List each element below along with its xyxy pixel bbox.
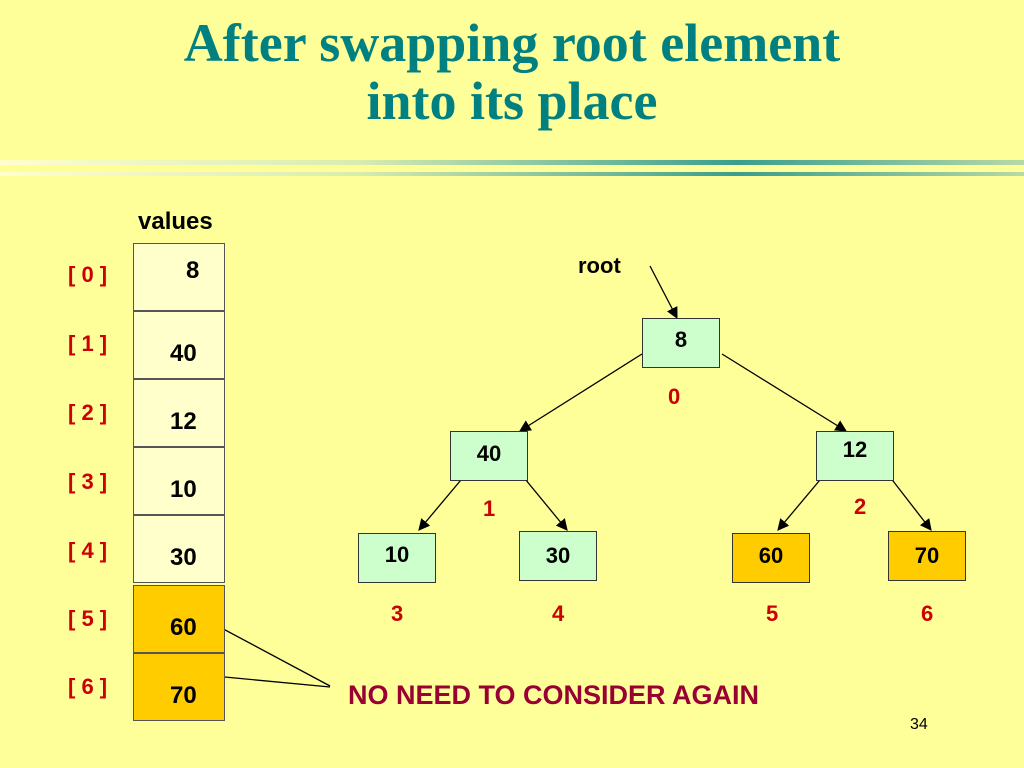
array-cell-1: 40 bbox=[133, 311, 225, 379]
tree-node-value: 70 bbox=[914, 543, 940, 568]
tree-node-value: 8 bbox=[674, 327, 688, 352]
array-index-5: [ 5 ] bbox=[68, 606, 108, 631]
edge-0-2 bbox=[721, 353, 847, 432]
edge-0-1 bbox=[519, 353, 643, 432]
array-index-6: [ 6 ] bbox=[68, 674, 108, 699]
tree-node-value: 30 bbox=[545, 543, 571, 568]
tree-node-value: 60 bbox=[758, 543, 784, 568]
values-label: values bbox=[138, 208, 213, 235]
tree-node-value: 12 bbox=[842, 437, 868, 462]
array-cell-0: 8 bbox=[133, 243, 225, 311]
page-number: 34 bbox=[910, 716, 928, 733]
array-index-0: [ 0 ] bbox=[68, 262, 108, 287]
array-index-2: [ 2 ] bbox=[68, 400, 108, 425]
tree-node-0: 8 bbox=[642, 318, 720, 368]
note-pointer-70 bbox=[213, 675, 331, 688]
tree-node-value: 40 bbox=[476, 441, 502, 466]
tree-node-index-4: 4 bbox=[552, 601, 565, 626]
root-label: root bbox=[578, 253, 621, 278]
array-cell-value: 40 bbox=[170, 340, 197, 367]
tree-node-index-6: 6 bbox=[921, 601, 934, 626]
array-cell-value: 70 bbox=[170, 682, 197, 709]
array-cell-3: 10 bbox=[133, 447, 225, 515]
divider-bottom bbox=[0, 172, 1024, 176]
tree-node-4: 30 bbox=[519, 531, 597, 581]
note-text: NO NEED TO CONSIDER AGAIN bbox=[348, 680, 760, 710]
tree-node-index-5: 5 bbox=[766, 601, 779, 626]
tree-node-index-0: 0 bbox=[668, 384, 681, 409]
array-cell-6: 70 bbox=[133, 653, 225, 721]
tree-node-1: 40 bbox=[450, 431, 528, 481]
array-cell-value: 30 bbox=[170, 544, 197, 571]
array-cell-value: 12 bbox=[170, 408, 197, 435]
tree-node-index-1: 1 bbox=[483, 496, 496, 521]
slide-title: After swapping root element into its pla… bbox=[0, 14, 1024, 130]
array-cell-2: 12 bbox=[133, 379, 225, 447]
tree-node-6: 70 bbox=[888, 531, 966, 581]
tree-node-index-2: 2 bbox=[854, 494, 867, 519]
array-cell-value: 60 bbox=[170, 614, 197, 641]
tree-node-2: 12 bbox=[816, 431, 894, 481]
note-pointer-60 bbox=[213, 623, 331, 687]
title-line-1: After swapping root element bbox=[183, 13, 841, 73]
tree-node-value: 10 bbox=[384, 542, 410, 567]
divider-top bbox=[0, 160, 1024, 165]
array-cell-value: 10 bbox=[170, 476, 197, 503]
array-cell-5: 60 bbox=[133, 585, 225, 653]
array-index-4: [ 4 ] bbox=[68, 538, 108, 563]
array-cell-4: 30 bbox=[133, 515, 225, 583]
title-line-2: into its place bbox=[366, 71, 658, 131]
array-index-1: [ 1 ] bbox=[68, 331, 108, 356]
tree-node-index-3: 3 bbox=[391, 601, 404, 626]
root-pointer-arrow bbox=[649, 265, 678, 320]
tree-node-5: 60 bbox=[732, 533, 810, 583]
tree-node-3: 10 bbox=[358, 533, 436, 583]
array-cell-value: 8 bbox=[186, 257, 200, 284]
array-index-3: [ 3 ] bbox=[68, 469, 108, 494]
